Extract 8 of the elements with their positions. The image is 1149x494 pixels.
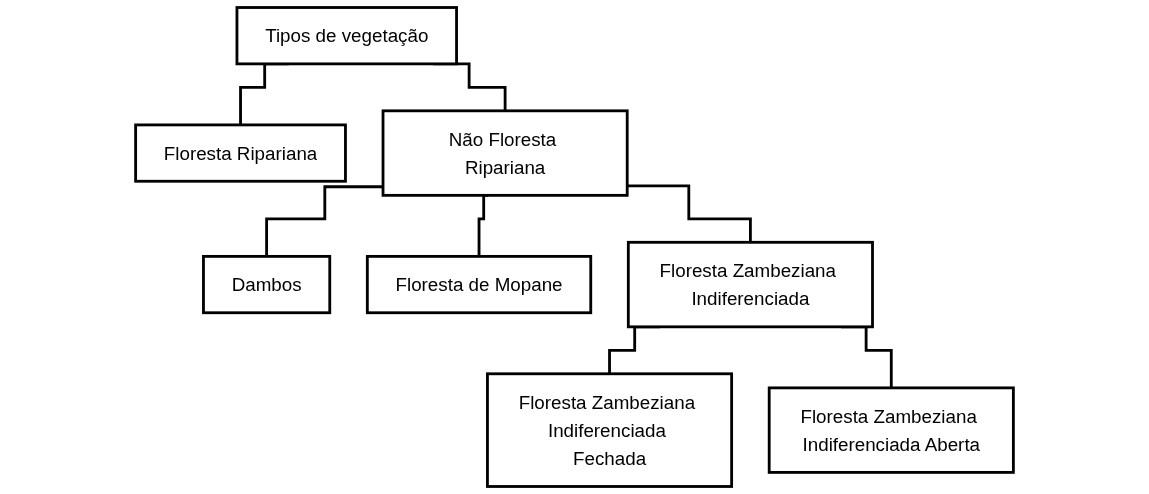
node-box: Floresta Ripariana (134, 123, 347, 183)
node-box: Floresta de Mopane (365, 255, 593, 315)
node-box: Floresta Zambeziana Indiferenciada Fechada (486, 372, 734, 488)
node-box: Floresta Zambeziana Indiferenciada (626, 240, 874, 329)
node-box: Floresta Zambeziana Indiferenciada Aberta (767, 386, 1015, 474)
node-box: Tipos de vegetação (235, 6, 458, 66)
node-box: Dambos (202, 255, 332, 315)
node-box: Não Floresta Ripariana (381, 109, 629, 197)
